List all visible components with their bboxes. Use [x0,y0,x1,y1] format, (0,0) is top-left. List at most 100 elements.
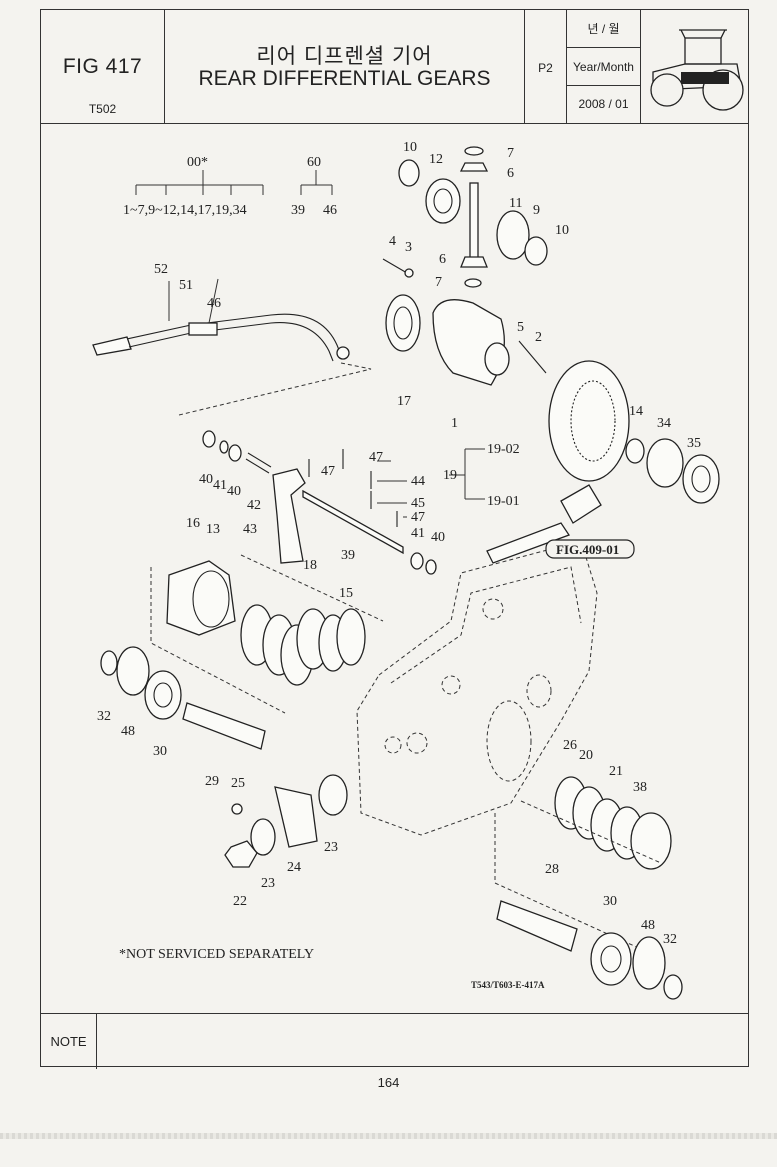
callout-32a: 32 [97,709,111,724]
callout-29: 29 [205,774,219,789]
figure-number: FIG 417 [62,55,143,78]
callout-7a: 7 [507,146,514,161]
callout-2: 2 [535,330,542,345]
callout-41a: 41 [213,478,227,493]
part-17-bearing [385,294,421,352]
callout-25: 25 [231,776,245,791]
fig-reference-badge [545,539,635,559]
callout-13: 13 [206,522,220,537]
callout-26: 26 [563,738,577,753]
part-48-ring [116,646,150,696]
page-code-cell: P2 [525,10,567,123]
page-frame: FIG 417 T502 리어 디프렌셜 기어 REAR DIFFERENTIA… [40,9,749,1069]
callout-group-00: 00* [187,155,208,170]
tractor-image-cell [641,10,750,123]
callout-10b: 10 [555,223,569,238]
callout-23a: 23 [261,876,275,891]
parking-brake-rod [92,313,350,362]
callout-15: 15 [339,586,353,601]
part-48b-ring [632,936,666,990]
callout-23b: 23 [324,840,338,855]
callout-30a: 30 [153,744,167,759]
callout-20: 20 [579,748,593,763]
part-30-bearing [144,670,182,720]
callout-9: 9 [533,203,540,218]
part-32b-snap-ring [663,974,683,1000]
part-19-02-ring-gear [548,360,630,482]
callout-30b: 30 [603,894,617,909]
part-29-shaft [182,702,266,750]
date-cell: 년 / 월 Year/Month 2008 / 01 [567,10,641,123]
callout-47a: 47 [321,464,335,479]
callout-41b: 41 [411,526,425,541]
part-10-ring [398,159,420,187]
callout-48a: 48 [121,724,135,739]
callout-24: 24 [287,860,301,875]
page-code: P2 [538,61,553,75]
callout-3: 3 [405,240,412,255]
callout-34: 34 [657,416,671,431]
callout-39-group: 39 [291,203,305,218]
part-28-shaft [496,900,578,952]
part-11-shaft [469,182,479,264]
callout-1: 1 [451,416,458,431]
part-14-bearing [625,438,645,464]
callout-48b: 48 [641,918,655,933]
callout-42: 42 [247,498,261,513]
callout-35: 35 [687,436,701,451]
callout-14: 14 [629,404,643,419]
part-10b-ring [524,236,548,266]
part-19-01-pinion-shaft [486,522,570,564]
callout-39: 39 [341,548,355,563]
part-22-nut [224,840,258,868]
callout-6a: 6 [507,166,514,181]
callout-52: 52 [154,262,168,277]
callout-4: 4 [389,234,396,249]
year-month-label-en: Year/Month [567,48,640,86]
callout-21: 21 [609,764,623,779]
scan-artifact [0,1133,777,1139]
part-42-spring [245,452,272,474]
callout-32b: 32 [663,932,677,947]
callout-40c: 40 [431,530,445,545]
year-month-label-ko: 년 / 월 [567,10,640,48]
drawing-code: T543/T603-E-417A [471,980,545,990]
part-15-friction-plates [318,608,366,672]
callout-47c: 47 [411,510,425,525]
callout-18: 18 [303,558,317,573]
callout-22: 22 [233,894,247,909]
title-english: REAR DIFFERENTIAL GEARS [198,67,491,90]
callout-44: 44 [411,474,425,489]
callout-11: 11 [509,196,522,211]
part-35-bearing [682,454,720,504]
part-34-carrier [646,438,684,488]
header-block: FIG 417 T502 리어 디프렌셜 기어 REAR DIFFERENTIA… [41,10,748,124]
callout-7b: 7 [435,275,442,290]
callout-12: 12 [429,152,443,167]
part-39-shaft [302,489,404,555]
callout-28: 28 [545,862,559,877]
part-18-brake-discs [240,604,330,686]
part-12-gear [425,178,461,224]
part-23b-bearing [318,774,348,816]
part-23a-bearing [250,818,276,856]
title-korean: 리어 디프렌셜 기어 [256,45,433,68]
callout-43: 43 [243,522,257,537]
page-number: 164 [377,1075,400,1090]
exploded-parts-diagram: 00* 1~7,9~12,14,17,19,34 60 39 46 [92,140,720,1000]
fig-reference-text: FIG.409-01 [556,542,619,557]
callout-19-02: 19-02 [487,442,520,457]
callout-47b: 47 [369,450,383,465]
fig-cell: FIG 417 T502 [41,10,165,123]
part-7-washer [464,146,484,156]
callout-10a: 10 [403,140,417,155]
part-43-shift-fork [272,468,306,564]
part-6-pinion [459,162,489,172]
callout-45: 45 [411,496,425,511]
callout-46-group: 46 [323,203,337,218]
callout-40a: 40 [199,472,213,487]
part-20-21-26-rings [554,776,672,870]
group-00-item-list: 1~7,9~12,14,17,19,34 [123,203,247,218]
issue-date: 2008 / 01 [578,97,629,111]
callout-16: 16 [186,516,200,531]
